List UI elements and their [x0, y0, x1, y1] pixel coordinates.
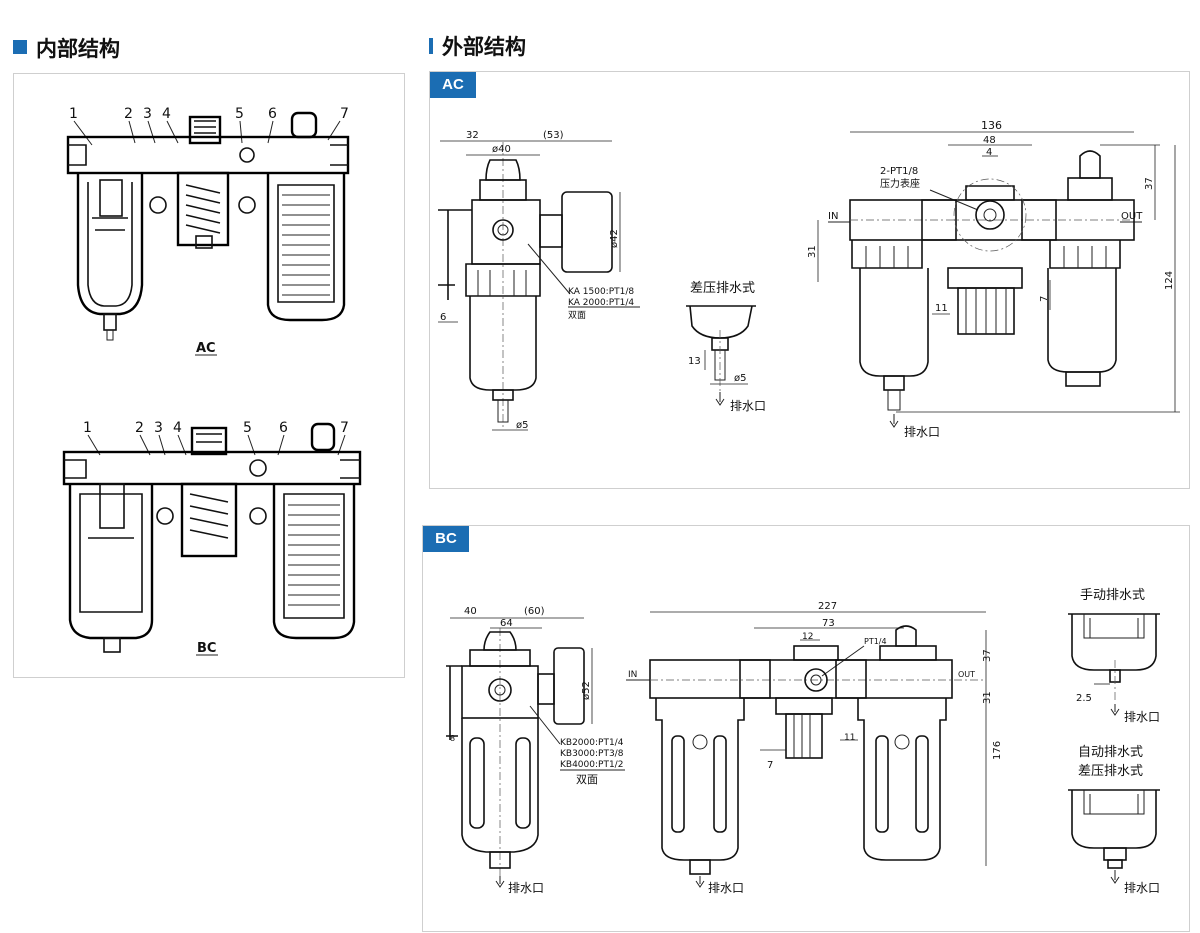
- bc-auto-title-1: 自动排水式: [1078, 745, 1143, 760]
- internal-structure-title: 内部结构: [36, 37, 120, 61]
- bc-manual-dim: 2.5: [1076, 693, 1092, 704]
- ac-callout-5: 5: [235, 106, 244, 122]
- internal-ac-drawing: 1 2 3 4 5 6 7 AC: [66, 106, 350, 356]
- ac-side-dim-gauge-dia: ø42: [609, 229, 620, 248]
- ac-side-view: 32 (53) ø40 ø42 6 ø5 KA 1500:PT1/8 KA 20…: [438, 130, 640, 431]
- internal-bc-label: BC: [197, 641, 216, 656]
- bc-auto-title-2: 差压排水式: [1078, 764, 1143, 779]
- bc-front-dim-7: 7: [767, 760, 773, 771]
- ac-side-port-3: 双面: [568, 310, 586, 321]
- ac-front-gauge-seat: 压力表座: [880, 177, 920, 190]
- ac-side-dim-gauge: (53): [543, 130, 564, 141]
- bc-side-port-3: KB4000:PT1/2: [560, 760, 623, 770]
- bc-front-dim-11: 11: [844, 733, 855, 743]
- ac-front-gauge-port: 2-PT1/8: [880, 166, 918, 177]
- ac-drain-detail: 差压排水式 13 ø5 排水口: [686, 281, 766, 413]
- bc-callout-7: 7: [340, 420, 349, 436]
- bc-manual-title: 手动排水式: [1080, 588, 1145, 603]
- bc-side-view: 40 (60) 64 ø52 8 KB2000:PT1/4 KB3000:PT3…: [446, 606, 625, 895]
- ac-callout-7: 7: [340, 106, 349, 122]
- ac-callout-4: 4: [162, 106, 171, 122]
- ac-callout-3: 3: [143, 106, 152, 122]
- bc-front-dim-176: 176: [992, 741, 1003, 760]
- bc-front-dim-37: 37: [982, 649, 993, 662]
- bc-front-view: 227 73 12 PT1/4 IN OUT 37 31 176: [626, 601, 1003, 895]
- bc-auto-drain-label: 排水口: [1124, 881, 1160, 895]
- bc-side-drain-label: 排水口: [508, 881, 544, 895]
- ac-drain-label: 排水口: [730, 399, 766, 413]
- bc-side-dim-base: 8: [450, 734, 455, 743]
- ac-side-dim-width: 32: [466, 130, 479, 141]
- bc-front-dim-12: 12: [802, 632, 813, 642]
- bc-side-dim-gauge: (60): [524, 606, 545, 617]
- bc-callout-1: 1: [83, 420, 92, 436]
- bc-front-out: OUT: [958, 670, 975, 679]
- internal-ac-label: AC: [196, 341, 216, 356]
- ac-drain-dim-dia: ø5: [734, 373, 746, 384]
- bc-side-double: 双面: [576, 773, 598, 786]
- bc-manual-drain-detail: 手动排水式 2.5 排水口: [1068, 588, 1160, 724]
- bc-front-gauge-port: PT1/4: [864, 637, 887, 646]
- bc-front-drain-label: 排水口: [708, 881, 744, 895]
- ac-front-dim-11: 11: [935, 303, 948, 314]
- bc-manual-drain-label: 排水口: [1124, 710, 1160, 724]
- bc-tag: BC: [423, 526, 469, 552]
- ac-front-in: IN: [828, 211, 838, 222]
- bc-front-dim-total: 227: [818, 601, 837, 612]
- bc-side-port-2: KB3000:PT3/8: [560, 749, 624, 759]
- bc-callout-3: 3: [154, 420, 163, 436]
- bc-callout-2: 2: [135, 420, 144, 436]
- ac-drain-dim-h: 13: [688, 356, 701, 367]
- bc-callout-6: 6: [279, 420, 288, 436]
- ac-callout-1: 1: [69, 106, 78, 122]
- bc-side-port-1: KB2000:PT1/4: [560, 738, 624, 748]
- bc-side-dim-gauge-dia: ø52: [581, 681, 592, 700]
- ac-callout-2: 2: [124, 106, 133, 122]
- ac-front-view: 136 48 4 2-PT1/8 压力表座 IN OUT 37 124 31: [807, 119, 1180, 439]
- ac-side-drain-dia: ø5: [516, 420, 528, 431]
- section-marker-external: [429, 38, 433, 54]
- section-marker-internal: [13, 40, 27, 54]
- external-structure-title: 外部结构: [442, 35, 526, 59]
- bc-side-dim-64: 64: [500, 618, 513, 629]
- ac-front-out: OUT: [1121, 211, 1143, 222]
- ac-tag: AC: [430, 72, 476, 98]
- ac-drain-title: 差压排水式: [690, 281, 755, 296]
- ac-side-port-1: KA 1500:PT1/8: [568, 287, 634, 297]
- ac-front-drain-label: 排水口: [904, 425, 940, 439]
- ac-side-dim-base: 6: [440, 312, 446, 323]
- external-bc-panel: [422, 525, 1190, 932]
- ac-front-dim-48: 48: [983, 135, 996, 146]
- ac-front-dim-37: 37: [1144, 177, 1155, 190]
- bc-front-dim-73: 73: [822, 618, 835, 629]
- ac-front-dim-124: 124: [1164, 271, 1175, 290]
- bc-front-in: IN: [628, 670, 637, 680]
- ac-front-dim-7: 7: [1039, 296, 1050, 302]
- bc-callout-5: 5: [243, 420, 252, 436]
- bc-callout-4: 4: [173, 420, 182, 436]
- bc-auto-drain-detail: 自动排水式 差压排水式 排水口: [1068, 745, 1160, 895]
- ac-callout-6: 6: [268, 106, 277, 122]
- ac-front-dim-total: 136: [981, 119, 1002, 132]
- internal-bc-drawing: 1 2 3 4 5 6 7 BC: [62, 420, 362, 656]
- bc-front-dim-31: 31: [982, 691, 993, 704]
- ac-front-dim-31: 31: [807, 245, 818, 258]
- ac-side-dim-dia: ø40: [492, 144, 511, 155]
- ac-side-port-2: KA 2000:PT1/4: [568, 298, 634, 308]
- bc-side-dim-width: 40: [464, 606, 477, 617]
- ac-front-dim-4: 4: [986, 147, 992, 158]
